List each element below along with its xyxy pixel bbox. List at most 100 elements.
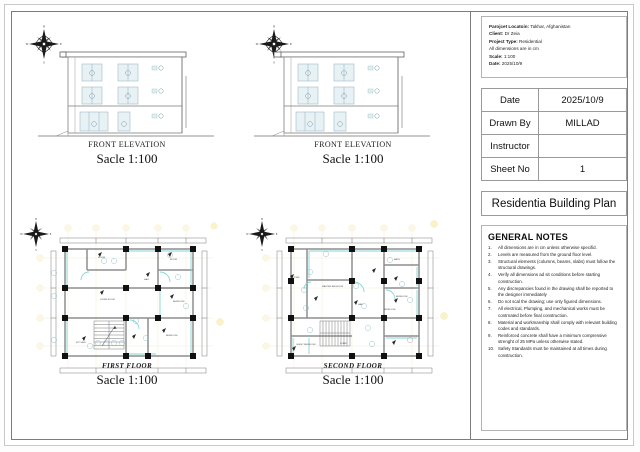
compass-rose-icon: N E S W xyxy=(20,218,51,252)
svg-text:S: S xyxy=(261,249,263,252)
svg-text:GUEST BEDROOM: GUEST BEDROOM xyxy=(296,344,316,346)
svg-text:LIVING ROOM: LIVING ROOM xyxy=(100,299,115,301)
first-floor-plan-svg: N E S W xyxy=(20,218,224,374)
date-line: Date: 2025/10/9 xyxy=(489,60,619,67)
table-row: Drawn By MILLAD xyxy=(481,111,627,135)
svg-text:W: W xyxy=(20,233,23,236)
svg-text:N: N xyxy=(261,218,263,221)
svg-text:KITCHEN: KITCHEN xyxy=(76,342,86,344)
note-number: 7. xyxy=(488,306,492,312)
note-text: Do not scal the drawing; use only figure… xyxy=(498,299,602,305)
svg-text:N: N xyxy=(35,218,37,221)
note-number: 8. xyxy=(488,319,492,325)
drawing-scale: Sacle 1:100 xyxy=(96,372,158,387)
drawing-title: SECOND FLOOR xyxy=(323,362,383,370)
svg-text:E: E xyxy=(276,233,278,236)
meta-value-instructor xyxy=(538,134,627,158)
accent-lines-second xyxy=(292,250,418,354)
fixture-symbols-first xyxy=(51,252,189,349)
meta-key-date: Date xyxy=(481,88,539,112)
grid-bubbles-first-floor xyxy=(36,222,224,350)
list-item: 8. Material and workmanship shall comply… xyxy=(488,320,620,333)
client-line: Client: Dr Zeia xyxy=(489,30,619,37)
scale-line: Scale: 1:100 xyxy=(489,53,619,60)
dimensions-note: All dimensions are in cm xyxy=(489,46,539,52)
drawing-front-elevation-2[interactable]: N E S W xyxy=(244,18,462,214)
note-number: 9. xyxy=(488,333,492,339)
note-text: Levels are measured from the ground floo… xyxy=(498,252,593,257)
svg-text:E: E xyxy=(60,42,62,46)
list-item: 3. Structural elements (columns, beams, … xyxy=(488,259,620,272)
elevation-annotations-1 xyxy=(151,65,164,119)
drawing-second-floor[interactable]: N E S W xyxy=(244,218,462,432)
general-notes-box: GENERAL NOTES 1. All dimensions are in c… xyxy=(481,225,627,431)
compass-rose-icon: N E S W xyxy=(246,218,277,252)
svg-text:S: S xyxy=(273,61,275,65)
client-label: Client: xyxy=(489,31,504,37)
meta-value-drawn-by: MILLAD xyxy=(538,111,627,135)
svg-text:E: E xyxy=(50,233,52,236)
note-number: 2. xyxy=(488,252,492,257)
date-value: 2025/10/9 xyxy=(501,61,523,67)
list-item: 1. All dimensions are in cm unless other… xyxy=(488,245,620,251)
sheet-vertical-divider xyxy=(470,11,471,440)
meta-key-sheet-no: Sheet No xyxy=(481,157,539,181)
room-labels-second: MASTER BEDROOM HALL BATH BEDROOM BEDROOM… xyxy=(292,258,407,346)
svg-text:LOBBY: LOBBY xyxy=(340,343,348,345)
elevation-building-1 xyxy=(38,51,214,137)
table-row: Date 2025/10/9 xyxy=(481,88,627,112)
general-notes-heading: GENERAL NOTES xyxy=(488,232,568,242)
svg-text:E: E xyxy=(290,42,292,46)
sheet-title-box: Residentia Building Plan xyxy=(481,191,627,216)
fixture-symbol-red-second xyxy=(407,337,413,343)
project-location-label: Parojcet Locatoin: xyxy=(489,24,530,29)
room-labels-first: ROOM ROOM LIVING ROOM HALL BEDROOM KITCH… xyxy=(76,257,184,344)
svg-text:N: N xyxy=(43,25,46,29)
columns-second-floor xyxy=(288,246,422,359)
svg-text:N: N xyxy=(273,25,276,29)
note-number: 10. xyxy=(488,346,495,352)
columns-first-floor xyxy=(62,246,196,359)
list-item: 10. Safety Standards must be maintained … xyxy=(488,346,620,359)
stair-run-first-floor xyxy=(93,320,125,350)
drawing-title: FIRST FLOOR xyxy=(101,362,153,370)
note-text: Any discrepancies found in the drawing s… xyxy=(498,285,614,298)
client-value: Dr Zeia xyxy=(504,31,520,37)
list-item: 5. Any discrepancies found in the drawin… xyxy=(488,286,620,299)
drawing-front-elevation-1[interactable]: N E S W xyxy=(18,18,236,214)
note-number: 3. xyxy=(488,259,492,264)
project-location-value: Takhar, Afghanistan xyxy=(530,24,571,29)
sheet-metadata-table: Date 2025/10/9 Drawn By MILLAD Instructo… xyxy=(481,88,627,181)
svg-text:S: S xyxy=(43,61,45,65)
leader-marks-first xyxy=(82,252,174,341)
drawing-scale: Sacle 1:100 xyxy=(96,151,158,166)
note-number: 5. xyxy=(488,285,492,291)
svg-text:BEDROOM: BEDROOM xyxy=(384,309,395,311)
list-item: 2. Levels are measured from the ground f… xyxy=(488,252,620,258)
svg-text:S: S xyxy=(35,249,37,252)
list-item: 9. Reinforced concrete shall have a mini… xyxy=(488,333,620,346)
svg-text:W: W xyxy=(246,233,249,236)
scale-label: Scale: xyxy=(489,53,503,59)
table-row: Sheet No 1 xyxy=(481,157,627,181)
scale-value: 1:100 xyxy=(503,53,516,59)
meta-key-instructor: Instructor xyxy=(481,134,539,158)
table-row: Instructor xyxy=(481,134,627,158)
drawing-title: FRONT ELEVATION xyxy=(88,140,166,149)
front-elevation-1-svg: N E S W xyxy=(26,25,214,137)
compass-rose-icon: N E S W xyxy=(256,25,293,65)
fixture-symbols-second xyxy=(301,251,413,347)
leader-marks-second xyxy=(290,268,398,351)
dimension-strings-second-floor xyxy=(276,237,434,374)
drawing-scale: Sacle 1:100 xyxy=(322,151,384,166)
date-label: Date: xyxy=(489,61,501,67)
sheet-title: Residentia Building Plan xyxy=(491,197,617,210)
elevation-building-2 xyxy=(254,51,430,137)
drawing-first-floor[interactable]: N E S W xyxy=(18,218,236,432)
note-text: All dimensions are in cm unless otherwis… xyxy=(498,245,597,250)
list-item: 4. Verify all dimensions ad sit conditio… xyxy=(488,272,620,285)
svg-text:W: W xyxy=(26,42,29,46)
grid-bubbles-second-floor xyxy=(262,220,448,350)
dimension-strings-first-floor xyxy=(50,237,208,374)
